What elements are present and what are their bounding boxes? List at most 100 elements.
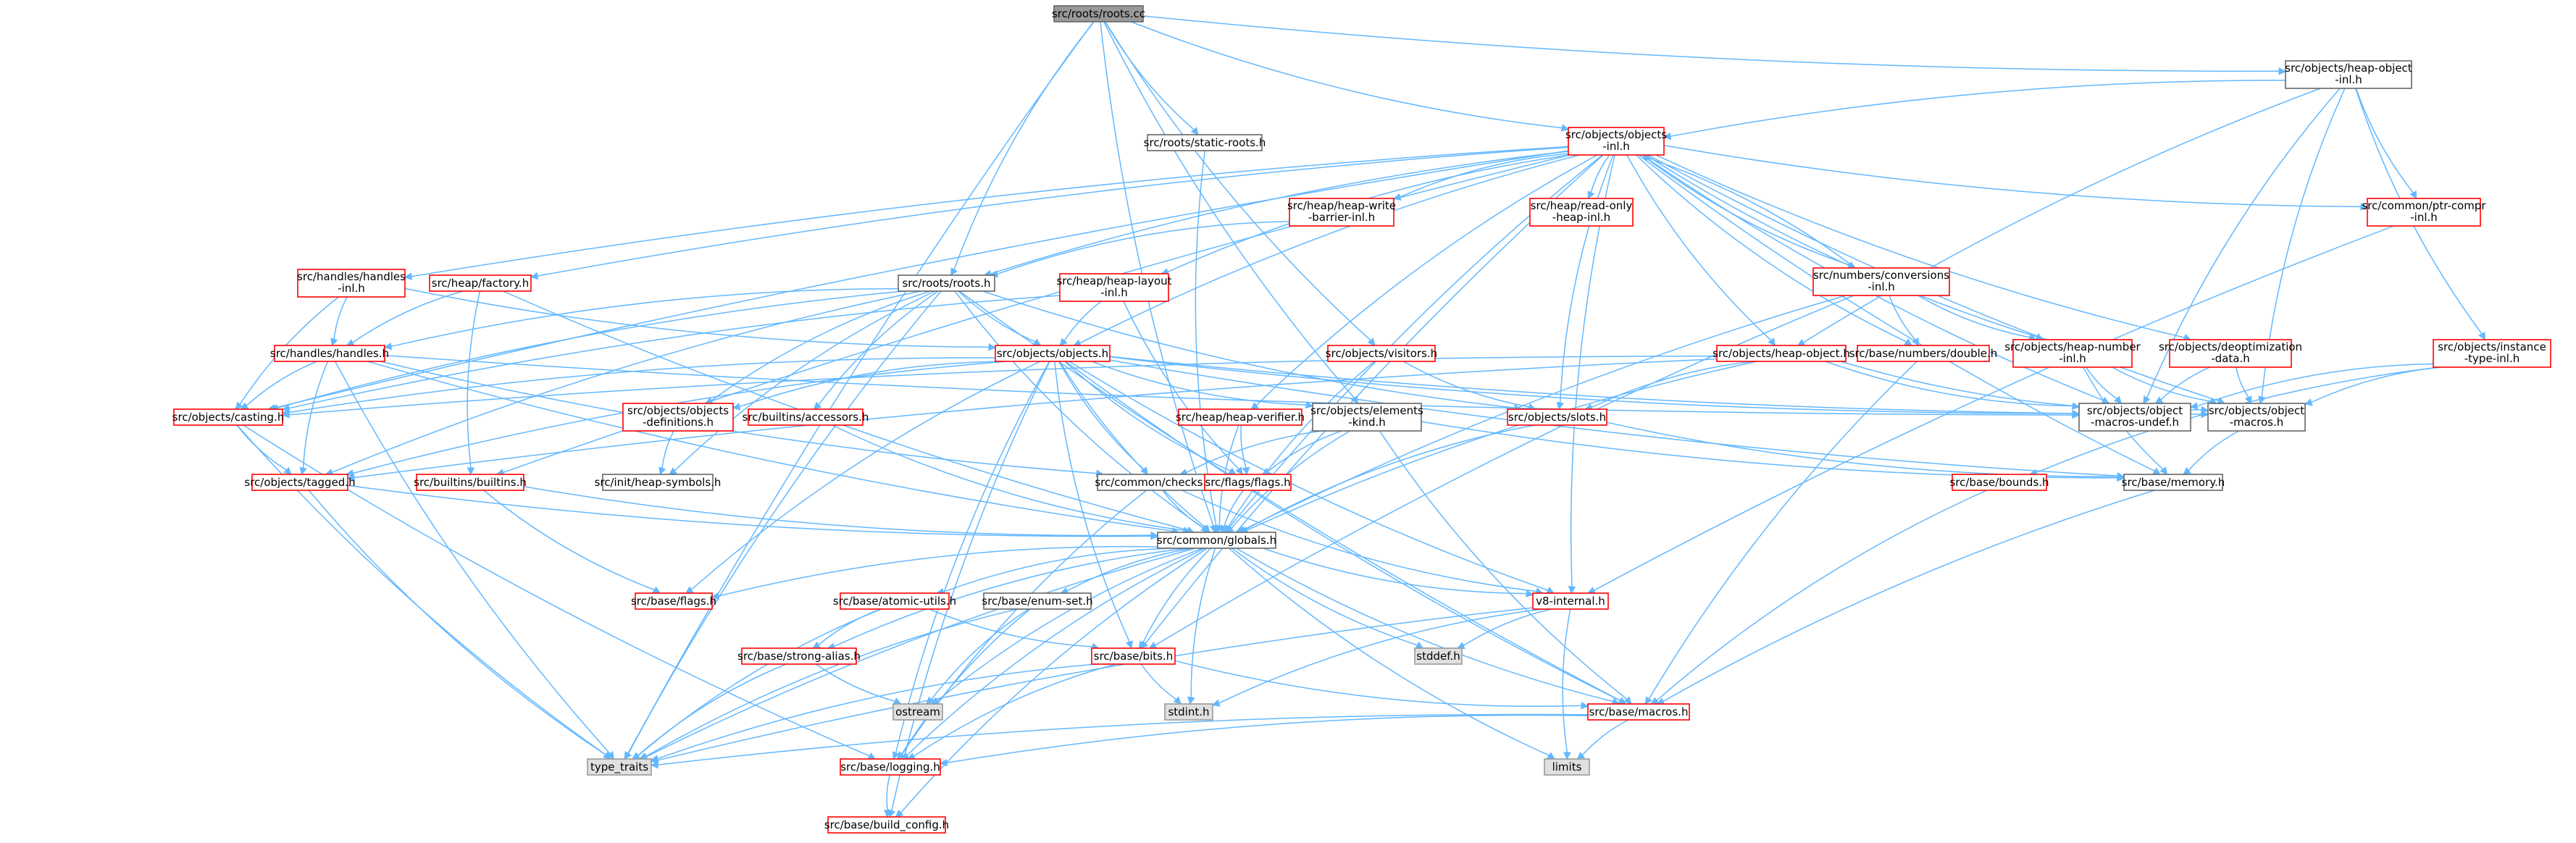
node-label: type_traits: [590, 760, 648, 774]
node-label: src/objects/object: [2209, 404, 2304, 417]
node-read-only-heap-inl[interactable]: src/heap/read-only-heap-inl.h: [1529, 198, 1634, 227]
arrowhead-icon: [1228, 467, 1237, 475]
edge-line: [1918, 295, 2031, 338]
node-strong-alias[interactable]: src/base/strong-alias.h: [737, 647, 861, 665]
edge-line: [815, 663, 895, 702]
node-heap-object-inl[interactable]: src/objects/heap-object-inl.h: [2285, 60, 2412, 89]
edge-objects_inl-to-ptr_compr_inl: [1663, 145, 2369, 211]
node-handles-inl[interactable]: src/handles/handles-inl.h: [297, 269, 406, 298]
node-objects-definitions[interactable]: src/objects/objects-definitions.h: [622, 403, 734, 432]
node-bits[interactable]: src/base/bits.h: [1091, 647, 1176, 665]
arrowhead-icon: [658, 466, 666, 476]
node-label: stddef.h: [1416, 650, 1460, 663]
edge-line: [1182, 490, 1536, 592]
edge-handles_h-to-tagged: [299, 361, 329, 476]
arrowhead-icon: [988, 343, 997, 351]
node-objects-h[interactable]: src/objects/objects.h: [995, 345, 1111, 362]
node-atomic-utils[interactable]: src/base/atomic-utils.h: [833, 592, 956, 610]
node-box: [1857, 345, 1990, 362]
node-box: [827, 816, 946, 834]
node-flags-flags[interactable]: src/flags/flags.h: [1204, 474, 1292, 491]
node-box: [892, 703, 943, 721]
edge-double_h-to-macros: [1644, 361, 1918, 705]
node-label: v8-internal.h: [1536, 595, 1605, 608]
node-label: -inl.h: [2335, 73, 2362, 86]
edge-builtins-to-globals: [523, 485, 1159, 540]
node-heap-verifier[interactable]: src/heap/heap-verifier.h: [1176, 408, 1305, 426]
node-factory[interactable]: src/heap/factory.h: [429, 274, 532, 292]
node-box: [1164, 703, 1213, 721]
node-objects-inl[interactable]: src/objects/objects-inl.h: [1565, 127, 1667, 156]
node-ptr-compr-inl[interactable]: src/common/ptr-compr-inl.h: [2362, 198, 2486, 227]
node-object-macros[interactable]: src/objects/object-macros.h: [2207, 403, 2306, 432]
arrowhead-icon: [1547, 752, 1555, 760]
node-heap-object-h[interactable]: src/objects/heap-object.h: [1713, 345, 1850, 362]
node-label: -heap-inl.h: [1552, 211, 1610, 224]
node-globals[interactable]: src/common/globals.h: [1157, 532, 1276, 549]
node-slots[interactable]: src/objects/slots.h: [1507, 408, 1607, 426]
edge-line: [946, 714, 1589, 764]
node-object-macros-undef[interactable]: src/objects/object-macros-undef.h: [2078, 403, 2191, 432]
node-double-h[interactable]: src/base/numbers/double.h: [1849, 345, 1998, 362]
arrowhead-icon: [1235, 466, 1243, 475]
node-label: src/roots/static-roots.h: [1144, 136, 1266, 149]
edge-heap_layout_inl-to-objects_h: [1059, 301, 1102, 346]
node-box: [1327, 345, 1436, 362]
edge-factory-to-handles_h: [346, 290, 464, 346]
arrowhead-icon: [2072, 409, 2081, 418]
node-roots-cc[interactable]: src/roots/roots.cc: [1052, 5, 1145, 22]
node-enum-set[interactable]: src/base/enum-set.h: [982, 592, 1093, 610]
node-box: [898, 274, 995, 292]
edge-line: [739, 361, 1006, 408]
edge-line: [901, 608, 1031, 755]
edge-objects_inl-to-deoptimization_data: [1655, 154, 2192, 341]
edge-line: [411, 146, 1569, 277]
arrowhead-icon: [1546, 587, 1555, 594]
edge-heap_object_inl-to-ptr_compr_inl: [2355, 88, 2417, 199]
node-v8-internal[interactable]: v8-internal.h: [1532, 592, 1609, 610]
edge-macros-to-limits: [1576, 719, 1629, 760]
node-handles-h[interactable]: src/handles/handles.h: [270, 345, 389, 362]
node-builtins[interactable]: src/builtins/builtins.h: [414, 474, 527, 491]
node-logging[interactable]: src/base/logging.h: [840, 758, 941, 776]
node-build-config[interactable]: src/base/build_config.h: [824, 816, 949, 834]
node-instance-type-inl[interactable]: src/objects/instance-type-inl.h: [2433, 339, 2551, 368]
edge-v8_internal-to-stdint: [1211, 608, 1544, 707]
node-heap-layout-inl[interactable]: src/heap/heap-layout-inl.h: [1056, 273, 1172, 302]
node-heap-symbols[interactable]: src/init/heap-symbols.h: [595, 474, 722, 491]
arrowhead-icon: [895, 809, 904, 818]
node-label: src/roots/roots.cc: [1052, 7, 1145, 20]
node-roots-h[interactable]: src/roots/roots.h: [898, 274, 995, 292]
node-static-roots[interactable]: src/roots/static-roots.h: [1144, 134, 1266, 151]
node-casting[interactable]: src/objects/casting.h: [172, 408, 285, 426]
node-tagged[interactable]: src/objects/tagged.h: [244, 474, 356, 491]
node-ostream: ostream: [892, 703, 943, 721]
arrowhead-icon: [1912, 337, 1920, 346]
node-checks[interactable]: src/common/checks.h: [1095, 474, 1213, 491]
node-heap-number-inl[interactable]: src/objects/heap-number-inl.h: [2004, 339, 2141, 368]
edge-roots_h-to-type_traits: [624, 290, 942, 760]
node-base-flags[interactable]: src/base/flags.h: [631, 592, 716, 610]
edge-line: [2160, 366, 2210, 400]
node-visitors[interactable]: src/objects/visitors.h: [1326, 345, 1437, 362]
node-heap-write-barrier-inl[interactable]: src/heap/heap-write-barrier-inl.h: [1287, 198, 1396, 227]
edge-line: [1223, 490, 1245, 527]
node-deoptimization-data[interactable]: src/objects/deoptimization-data.h: [2159, 339, 2302, 368]
arrowhead-icon: [2278, 67, 2287, 75]
node-box: [748, 408, 863, 426]
node-box: [2433, 339, 2551, 368]
edge-objects_inl-to-factory: [530, 146, 1569, 280]
node-elements-kind[interactable]: src/objects/elements-kind.h: [1310, 403, 1423, 432]
edge-line: [711, 290, 931, 401]
edge-line: [1130, 21, 1563, 129]
edge-line: [1109, 356, 2073, 414]
node-conversions-inl[interactable]: src/numbers/conversions-inl.h: [1812, 267, 1950, 296]
node-bounds[interactable]: src/base/bounds.h: [1949, 474, 2049, 491]
node-box: [2367, 198, 2481, 227]
edge-roots_h-to-tagged: [325, 290, 921, 477]
node-accessors[interactable]: src/builtins/accessors.h: [743, 408, 869, 426]
edge-handles_inl-to-objects_h: [404, 288, 997, 351]
node-macros[interactable]: src/base/macros.h: [1587, 703, 1690, 721]
edge-line: [1648, 361, 1918, 700]
node-memory[interactable]: src/base/memory.h: [2122, 474, 2225, 491]
